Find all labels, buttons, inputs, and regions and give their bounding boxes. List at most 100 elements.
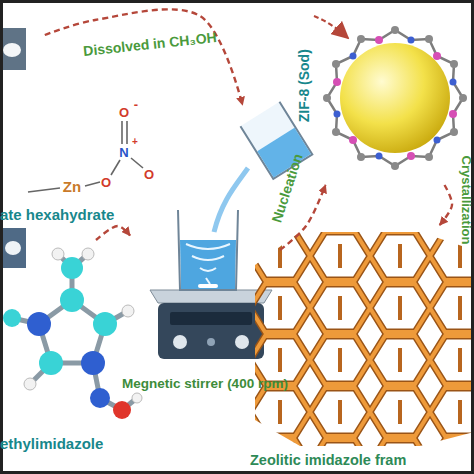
node-caption: Megnetic stirrer (400 rpm) — [108, 377, 302, 392]
pour-stream-part — [214, 168, 248, 232]
node-caption: ate hexahydrate — [0, 207, 128, 224]
methylimidazole-model-part — [113, 401, 131, 419]
zif8-cage-part-part — [425, 153, 433, 161]
methylimidazole-model-part — [93, 312, 117, 336]
zif8-cage-part-part — [349, 136, 357, 144]
atom-label: O — [119, 106, 129, 119]
methylimidazole-model-part — [24, 378, 36, 390]
zif8-cage-part-part — [391, 162, 399, 170]
product-node: ZIF-8 (Sod) — [300, 8, 470, 185]
zif8-cage-part-part — [459, 94, 467, 102]
zif8-cage-part-part — [407, 152, 415, 160]
zif8-cage-part — [323, 26, 467, 170]
magnetic-stirrer-part — [207, 338, 215, 346]
step-label: Dissolved in CH₃OH — [83, 30, 218, 58]
step-label: Crystallization — [460, 156, 473, 245]
powder-photo-part — [0, 228, 26, 268]
zif8-cage-part — [327, 30, 463, 166]
atom-label: + — [132, 137, 138, 147]
magnetic-stirrer-part — [150, 290, 272, 303]
zif-framework-part — [250, 230, 474, 446]
zif8-cage-part-part — [333, 78, 341, 86]
stirred-beaker — [178, 210, 238, 290]
stirred-beaker-part — [180, 240, 236, 289]
powder-photo-part — [5, 241, 21, 255]
dashed-arrow — [96, 226, 130, 240]
methylimidazole-model-part — [52, 248, 64, 260]
step-label: Nucleation — [269, 152, 304, 224]
zif8-cage-part-part — [332, 60, 340, 68]
nitrate-bonds-part — [111, 160, 120, 175]
methylimidazole-model-part — [60, 288, 84, 312]
framework-node: Zeolitic imidazole fram — [245, 225, 474, 470]
zif8-cage-part-part — [357, 153, 365, 161]
zif8-cage-part-part — [425, 35, 433, 43]
atom-label: - — [134, 98, 138, 111]
nitrate-bonds-part — [131, 158, 143, 168]
node-caption: ZIF-8 (Sod) — [297, 31, 312, 141]
methylimidazole-model-part — [82, 248, 94, 260]
zif8-cage-part-part — [408, 37, 415, 44]
zif-framework — [250, 230, 474, 446]
stirrer-node: Megnetic stirrer (400 rpm) — [130, 105, 280, 395]
dashed-arrow — [440, 185, 452, 225]
zif8-cage-part-part — [375, 36, 383, 44]
nitrate-bonds — [28, 121, 143, 192]
methylimidazole-model — [3, 248, 142, 419]
node-caption: ethylimidazole — [0, 436, 125, 453]
atom-label: N — [119, 146, 128, 159]
powder-photo-part — [0, 28, 26, 70]
zif8-cage-part — [340, 43, 450, 153]
methylimidazole-model-part — [132, 393, 142, 403]
zif8-cage-part-part — [433, 52, 441, 60]
methylimidazole-model-part — [12, 254, 137, 410]
leader-arrow — [314, 16, 348, 38]
magnetic-stirrer-part — [158, 303, 264, 359]
methylimidazole-model-part — [39, 351, 63, 375]
reagent-node: ate hexahydrate — [0, 35, 128, 225]
zif8-cage-part-part — [450, 128, 458, 136]
zif8-cage-part-part — [334, 111, 341, 118]
nitrate-bonds-part — [121, 121, 123, 144]
node-caption: Zeolitic imidazole fram — [250, 453, 474, 469]
zif8-cage-part — [333, 36, 457, 160]
atom-label: O — [144, 168, 154, 181]
powder-photo-part — [3, 43, 21, 57]
magnetic-stirrer-part — [235, 335, 249, 349]
leader-arrow-part — [314, 16, 348, 38]
zif8-cage-part — [334, 37, 457, 160]
zif8-cage-part-part — [450, 60, 458, 68]
methylimidazole-model-part — [61, 257, 83, 279]
atom-label: Zn — [63, 179, 81, 194]
reagent-node: ethylimidazole — [0, 240, 120, 455]
zif8-cage-part-part — [332, 128, 340, 136]
dashed-arrow — [45, 9, 243, 105]
methylimidazole-model-part — [81, 351, 105, 375]
stirred-beaker-part — [186, 244, 230, 284]
nitrate-bonds-part — [126, 121, 128, 144]
pouring-beaker-part — [257, 128, 311, 178]
zif8-cage-part-part — [357, 35, 365, 43]
zif8-cage-part-part — [449, 110, 457, 118]
stirred-beaker-part — [198, 284, 218, 288]
stirred-beaker-part — [178, 210, 238, 290]
zif8-cage-part-part — [350, 53, 357, 60]
nitrate-bonds-part — [85, 182, 100, 186]
powder-photo — [0, 28, 26, 268]
zif8-cage-part-part — [450, 79, 457, 86]
zif8-cage-part-part — [391, 26, 399, 34]
atom-label: O — [101, 176, 111, 189]
methylimidazole-model-part — [122, 305, 134, 317]
methylimidazole-model-part — [27, 312, 51, 336]
pour-stream — [214, 168, 248, 232]
zif8-cage-part-part — [376, 153, 383, 160]
zif8-cage-part-part — [323, 94, 331, 102]
zif8-cage-part-part — [434, 137, 441, 144]
magnetic-stirrer — [150, 290, 272, 359]
